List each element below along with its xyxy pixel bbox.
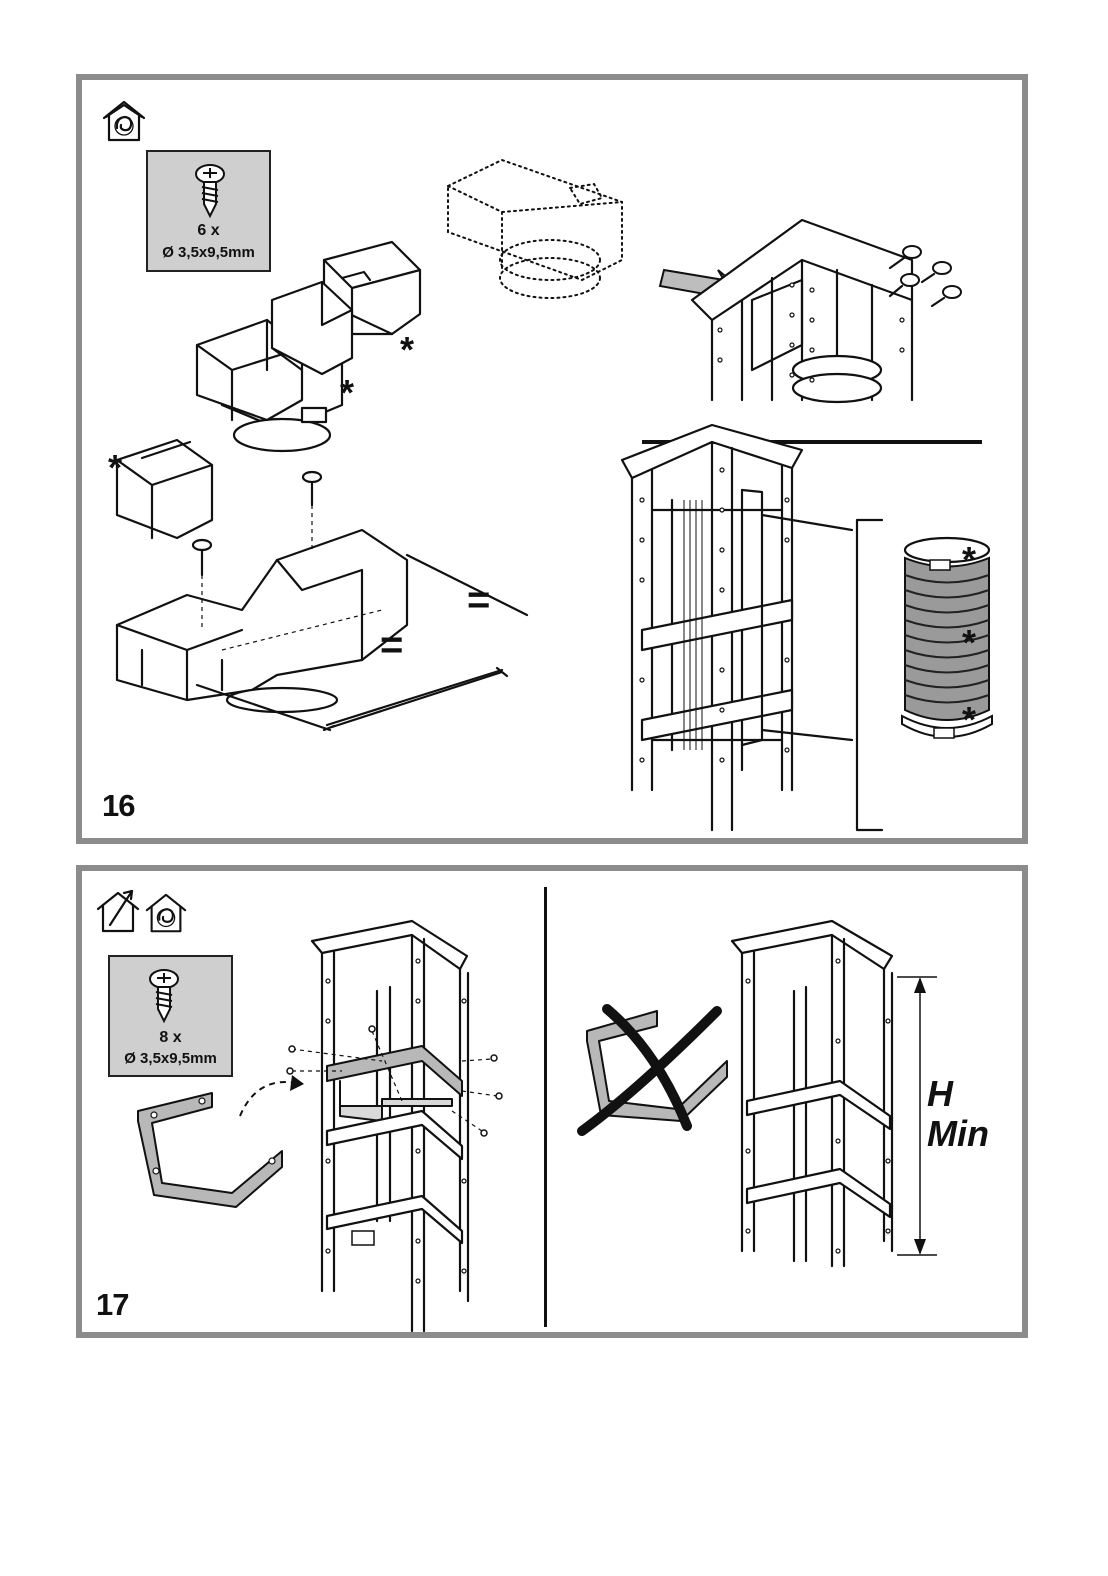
step-number: 17 [96, 1287, 128, 1323]
screw-icon [148, 967, 180, 1025]
screw-icon [194, 162, 226, 220]
equal-distance-mark: = [380, 625, 403, 665]
step-17-panel: 8 x Ø 3,5x9,5mm [76, 865, 1028, 1338]
equal-distance-mark: = [467, 580, 490, 620]
asterisk-mark: * [400, 332, 414, 368]
screw-quantity: 8 x [110, 1029, 231, 1047]
asterisk-mark: * [962, 542, 976, 578]
panel-divider [544, 887, 547, 1327]
incorrect-bracket-crossed-out-illustration [577, 991, 737, 1141]
height-label-min: Min [927, 1116, 989, 1152]
recirculation-house-icon [142, 891, 190, 937]
extraction-house-icon [94, 889, 142, 935]
chimney-top-illustration [442, 120, 982, 420]
step-number: 16 [102, 788, 134, 824]
recirculation-house-icon [100, 98, 148, 146]
screw-size: Ø 3,5x9,5mm [110, 1050, 231, 1067]
step-16-panel: 6 x Ø 3,5x9,5mm * * * = = [76, 74, 1028, 844]
asterisk-mark: * [962, 625, 976, 661]
screw-count-box: 8 x Ø 3,5x9,5mm [108, 955, 233, 1077]
chimney-frame-bracket-install-illustration [282, 921, 512, 1331]
asterisk-mark: * [962, 702, 976, 738]
asterisk-mark: * [108, 450, 122, 486]
height-label-h: H [927, 1076, 953, 1112]
asterisk-mark: * [340, 375, 354, 411]
